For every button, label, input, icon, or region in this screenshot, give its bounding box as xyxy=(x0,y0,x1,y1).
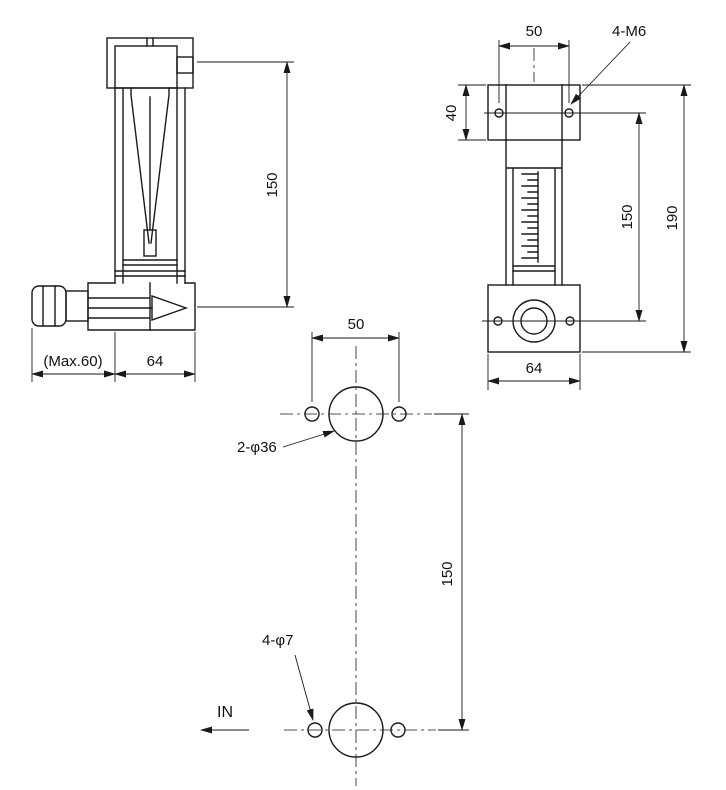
plan-port-leader xyxy=(282,430,335,448)
side-view-dim-lines xyxy=(31,61,294,382)
side-view-labels: 150 (Max.60) 64 xyxy=(43,172,281,370)
front-scale-ticks xyxy=(521,173,539,259)
front-view-labels: 50 4-M6 40 150 190 64 xyxy=(443,23,681,377)
front-base-body xyxy=(487,284,581,353)
side-float xyxy=(143,229,157,257)
plan-view-dim-lines xyxy=(200,332,469,734)
side-cap-boss xyxy=(176,56,194,74)
front-tube-walls xyxy=(505,139,563,286)
front-dim-body-width: 64 xyxy=(526,360,543,377)
front-dim-cap-height: 40 xyxy=(443,105,460,122)
plan-label-mount-holes: 4-φ7 xyxy=(262,632,293,649)
front-view-outline xyxy=(487,84,581,353)
plan-view-centerlines xyxy=(280,346,436,786)
side-dim-valve-extension: (Max.60) xyxy=(43,353,102,370)
front-dim-port-to-top: 150 xyxy=(619,204,636,229)
front-view-dim-lines xyxy=(458,40,691,390)
plan-view-labels: 50 2-φ36 150 4-φ7 IN xyxy=(217,316,456,721)
plan-dim-hole-spacing: 50 xyxy=(348,316,365,333)
flow-inlet-label: IN xyxy=(217,704,233,721)
plan-hole-leader xyxy=(294,654,314,721)
side-dim-body-width: 64 xyxy=(147,353,164,370)
front-dim-bolt-spacing: 50 xyxy=(526,23,543,40)
side-tube-taper xyxy=(130,87,170,244)
side-dim-tube-length: 150 xyxy=(264,172,281,197)
side-needle-valve xyxy=(151,295,189,321)
side-valve-body xyxy=(87,282,196,331)
plan-dim-port-spacing: 150 xyxy=(439,561,456,586)
side-cap-inner xyxy=(114,45,178,89)
side-tube-walls xyxy=(114,87,186,284)
side-view: 150 (Max.60) 64 xyxy=(31,37,294,382)
side-valve-stem xyxy=(65,290,89,322)
side-view-outline xyxy=(31,37,196,331)
side-valve-knob xyxy=(31,285,67,327)
front-view: 50 4-M6 40 150 190 64 xyxy=(443,23,691,390)
front-label-bolt-holes: 4-M6 xyxy=(612,23,646,40)
front-dim-overall-height: 190 xyxy=(664,205,681,230)
front-bolt-leader xyxy=(570,41,631,105)
plan-view-outline xyxy=(304,386,407,758)
plan-view: 50 2-φ36 150 4-φ7 IN xyxy=(200,316,469,786)
front-cap-outline xyxy=(487,84,581,141)
plan-label-port-diameter: 2-φ36 xyxy=(237,439,277,456)
